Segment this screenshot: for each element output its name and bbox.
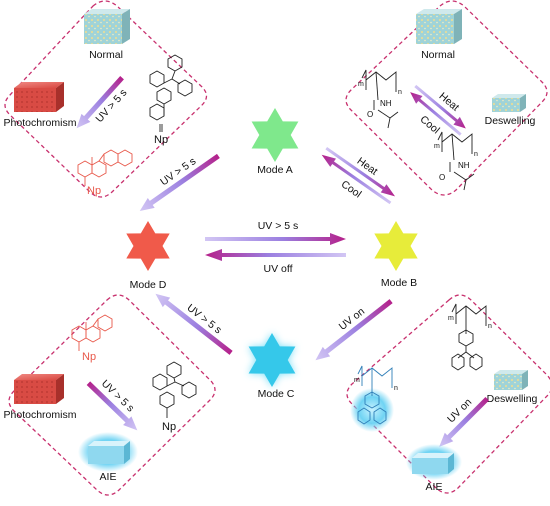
aie-glowing-cube-c [78, 432, 138, 472]
panel-frame-top-right [345, 0, 548, 196]
panel-c-aie-label: AIE [100, 471, 117, 483]
aie-glowing-cube-e [406, 444, 462, 480]
d-b-bottom-label: UV off [264, 263, 293, 275]
panel-c-molecule-red [71, 314, 113, 351]
star-mode-d [126, 221, 170, 271]
panel-b-heat-cool-arrows: Heat Cool [410, 84, 466, 136]
panel-e-uv-arrow: UV on [439, 396, 489, 447]
panel-c-photochromism-label: Photochromism [4, 409, 77, 421]
svg-text:Heat: Heat [437, 90, 462, 114]
normal-gel-cube [84, 9, 130, 44]
panel-e-polymer-glowing [350, 365, 394, 432]
panel-c-np-red-label: Np [82, 351, 96, 363]
panel-e-n1: n [488, 323, 492, 330]
arrow-a-to-d: UV > 5 s [139, 153, 220, 211]
panel-b-o1: O [367, 110, 373, 119]
panel-e-m1: m [448, 315, 454, 322]
panel-b-deswelling-label: Deswelling [485, 115, 536, 127]
star-mode-c [248, 333, 296, 387]
panel-frame-bottom-left [8, 294, 216, 496]
normal-gel-cube-b [416, 9, 462, 44]
photochromic-red-cube-c [14, 374, 64, 404]
panel-a-np-label: Np [154, 134, 168, 146]
star-mode-b [374, 221, 418, 271]
mode-c-label: Mode C [258, 388, 295, 400]
svg-text:UV on: UV on [445, 396, 474, 425]
panel-frame-bottom-right [346, 294, 550, 494]
panel-e-polymer-top [451, 303, 487, 371]
panel-e-n2: n [394, 385, 398, 392]
panel-a-np-red-label: Np [87, 185, 101, 197]
panel-c-np-label: Np [162, 421, 176, 433]
arrow-b-to-d [205, 249, 346, 261]
panel-b-nh2: NH [458, 161, 470, 170]
mode-d-label: Mode D [130, 279, 167, 291]
panel-a-molecule-red [77, 149, 133, 186]
panel-a-photochromism-label: Photochromism [4, 117, 77, 129]
panel-b-polymer-top [361, 69, 399, 129]
panel-b-m1: m [358, 81, 364, 88]
panel-e-m2: m [354, 377, 360, 384]
arrow-d-to-b [205, 233, 346, 245]
panel-e-aie-label: AIE [426, 481, 443, 493]
panel-b-n1: n [398, 89, 402, 96]
deswelling-cube-b [492, 94, 526, 112]
d-b-top-label: UV > 5 s [258, 220, 299, 232]
panel-c-molecule-black [152, 361, 197, 418]
panel-b-m2: m [434, 143, 440, 150]
panel-b-polymer-bottom [437, 131, 475, 191]
panel-e-deswelling-label: Deswelling [487, 393, 538, 405]
svg-text:Heat: Heat [355, 155, 380, 178]
arrow-c-to-d: UV > 5 s [155, 293, 233, 355]
panel-c-uv-arrow: UV > 5 s [86, 378, 138, 431]
panel-b-normal-label: Normal [421, 49, 455, 61]
panel-a-molecule-black [149, 54, 193, 132]
panel-a-normal-label: Normal [89, 49, 123, 61]
star-mode-a [251, 108, 299, 162]
deswelling-cube-e [494, 370, 528, 390]
mode-a-label: Mode A [257, 164, 293, 176]
photochromic-red-cube [14, 82, 64, 112]
panel-a-uv-arrow: UV > 5 s [76, 76, 130, 129]
panel-b-o2: O [439, 173, 445, 182]
mode-stars [126, 108, 418, 387]
arrow-b-to-c: UV on [315, 299, 393, 361]
panel-frame-top-left [4, 0, 208, 198]
mode-b-label: Mode B [381, 277, 417, 289]
panel-b-n2: n [474, 151, 478, 158]
panel-b-nh1: NH [380, 99, 392, 108]
